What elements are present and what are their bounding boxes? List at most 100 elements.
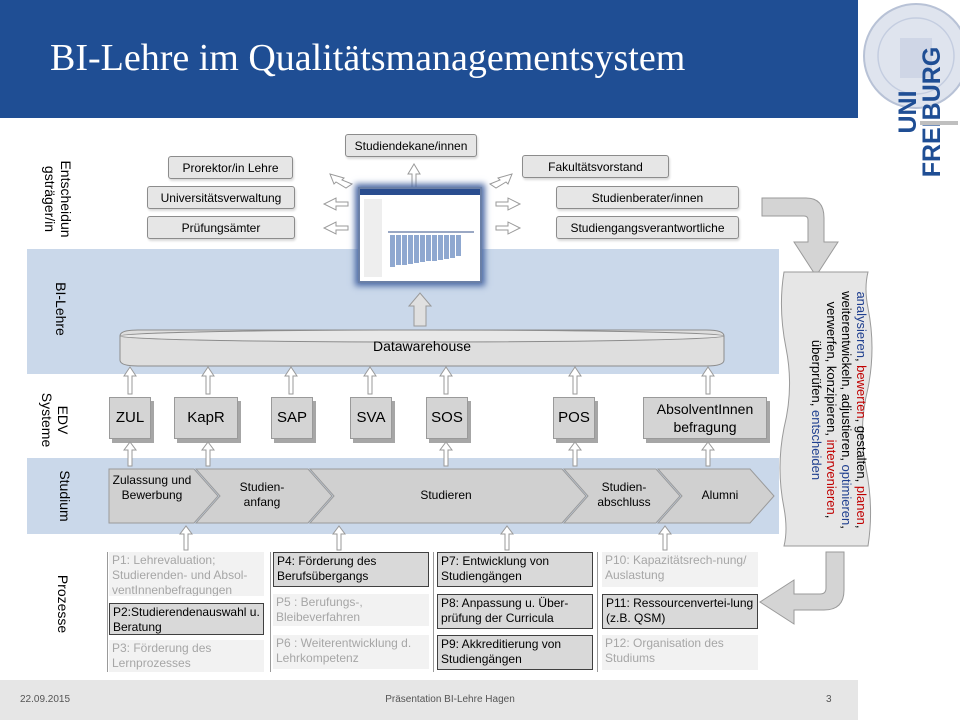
category-studium: Studium	[57, 470, 73, 522]
edv-zul: ZUL	[109, 397, 151, 439]
arrow-up-icon	[568, 366, 582, 395]
arrow-up-icon	[658, 525, 672, 551]
scroll-word: entscheiden	[809, 409, 824, 481]
process-p6: P6 : Weiterentwicklung d. Lehrkompetenz	[273, 635, 429, 669]
scroll-text-wrapper: analysieren, bewerten, gestalten, planen…	[809, 269, 869, 551]
decision-right-3: Studiengangsverantwortliche	[556, 216, 739, 239]
edv-absolventen: AbsolventInnen befragung	[643, 397, 767, 439]
decision-top: Studiendekane/innen	[345, 134, 477, 157]
scroll-word: intervenieren	[824, 439, 839, 515]
process-p5: P5 : Berufungs-, Bleibeverfahren	[273, 594, 429, 626]
arrow-up-icon	[701, 366, 715, 395]
studium-step-alumni: Alumni	[701, 488, 739, 502]
curved-arrow-left-icon	[759, 551, 845, 625]
process-p12: P12: Organisation des Studiums	[602, 635, 758, 670]
arrow-left-icon	[322, 221, 349, 235]
logo-text: UNI FREIBURG	[888, 40, 948, 180]
footer-page-number: 3	[826, 694, 832, 705]
datawarehouse-label: Datawarehouse	[372, 338, 472, 354]
category-prozesse: Prozesse	[55, 574, 71, 634]
process-p9: P9: Akkreditierung von Studiengängen	[437, 635, 593, 670]
decision-left-3: Prüfungsämter	[147, 216, 295, 239]
logo-rule	[920, 121, 958, 125]
arrow-up-icon	[439, 441, 453, 467]
process-divider	[270, 552, 271, 672]
process-p2: P2:Studierendenauswahl u. Beratung	[109, 603, 264, 635]
process-p11: P11: Ressourcenvertei-lung (z.B. QSM)	[602, 594, 758, 629]
process-p1: P1: Lehrevaluation; Studierenden- und Ab…	[109, 552, 264, 596]
arrow-up-icon	[500, 525, 514, 551]
arrow-up-icon	[123, 366, 137, 395]
scroll-word: bewerten	[854, 365, 869, 419]
arrow-upright-icon	[488, 173, 513, 189]
decision-right-1: Fakultätsvorstand	[522, 155, 669, 178]
footer-date: 22.09.2015	[20, 694, 71, 705]
arrow-right-icon	[495, 197, 522, 211]
chevron-alumni	[656, 468, 775, 524]
arrow-up-icon	[408, 292, 432, 327]
edv-sap: SAP	[271, 397, 313, 439]
header-bar	[0, 0, 858, 118]
chevron-abschluss	[562, 468, 681, 524]
edv-pos: POS	[553, 397, 595, 439]
process-divider	[433, 552, 434, 672]
scroll-word: optimieren	[839, 464, 854, 526]
seal-icon	[863, 3, 960, 109]
university-logo: UNI FREIBURG	[858, 0, 960, 190]
logo-line-freiburg: FREIBURG	[918, 46, 946, 178]
edv-kapr: KapR	[174, 397, 238, 439]
arrow-right-icon	[495, 221, 522, 235]
chevron-studienanfang	[194, 468, 333, 524]
edv-up-arrows	[123, 366, 715, 395]
arrow-left-icon	[322, 197, 349, 211]
arrow-up-icon	[568, 441, 582, 467]
process-divider	[107, 552, 108, 672]
slide-title: BI-Lehre im Qualitätsmanagementsystem	[50, 37, 686, 79]
arrow-up-icon	[332, 525, 346, 551]
process-divider	[597, 552, 598, 672]
decision-left-1: Prorektor/in Lehre	[168, 156, 293, 179]
footer-title: Präsentation BI-Lehre Hagen	[385, 694, 515, 705]
scroll-banner	[779, 271, 873, 547]
studium-step-studieren: Studieren	[420, 488, 472, 502]
dashboard-screenshot	[358, 187, 482, 283]
arrow-up-icon	[363, 366, 377, 395]
datawarehouse-cylinder	[119, 329, 725, 367]
dashboard-chart-image	[360, 189, 480, 277]
process-p7: P7: Entwicklung von Studiengängen	[437, 552, 593, 587]
chevron-zulassung	[108, 468, 219, 524]
process-p4: P4: Förderung des Berufsübergangs	[273, 552, 429, 587]
studium-step-abschluss: Studien-abschluss	[597, 480, 651, 509]
studium-chevrons	[108, 468, 775, 524]
decision-arrows	[322, 163, 522, 235]
footer-bar	[0, 680, 858, 720]
scroll-word: analysieren	[854, 291, 869, 358]
arrow-up-icon	[201, 366, 215, 395]
category-bi: BI-Lehre	[53, 282, 69, 336]
process-p3: P3: Förderung des Lernprozesses	[109, 640, 264, 672]
process-p8: P8: Anpassung u. Über-prüfung der Curric…	[437, 594, 593, 629]
scroll-text: analysieren, bewerten, gestalten, planen…	[789, 269, 869, 551]
decision-right-2: Studienberater/innen	[556, 186, 739, 209]
category-decision: Entscheidun gsträger/in	[42, 160, 74, 238]
scroll-word: , gestalten,	[854, 418, 869, 486]
decision-left-2: Universitätsverwaltung	[147, 186, 295, 209]
category-edv: EDV Systeme	[39, 392, 71, 448]
arrow-up-icon	[284, 366, 298, 395]
edv-sva: SVA	[350, 397, 392, 439]
studium-step-zulassung: Zulassung und Bewerbung	[112, 473, 192, 502]
process-up-arrows	[179, 525, 672, 551]
arrow-upleft-icon	[329, 173, 354, 189]
studium-up-arrows	[123, 441, 715, 467]
edv-sos: SOS	[426, 397, 468, 439]
arrow-up-icon	[123, 441, 137, 467]
arrow-up-icon	[179, 525, 193, 551]
arrow-up-icon	[407, 163, 421, 189]
arrow-up-icon	[201, 441, 215, 467]
scroll-word: planen	[854, 485, 869, 525]
chevron-studieren	[308, 468, 587, 524]
studium-step-anfang: Studien-anfang	[239, 480, 285, 509]
arrow-up-icon	[701, 441, 715, 467]
process-p10: P10: Kapazitätsrech-nung/ Auslastung	[602, 552, 758, 587]
logo-line-uni: UNI	[894, 90, 922, 134]
